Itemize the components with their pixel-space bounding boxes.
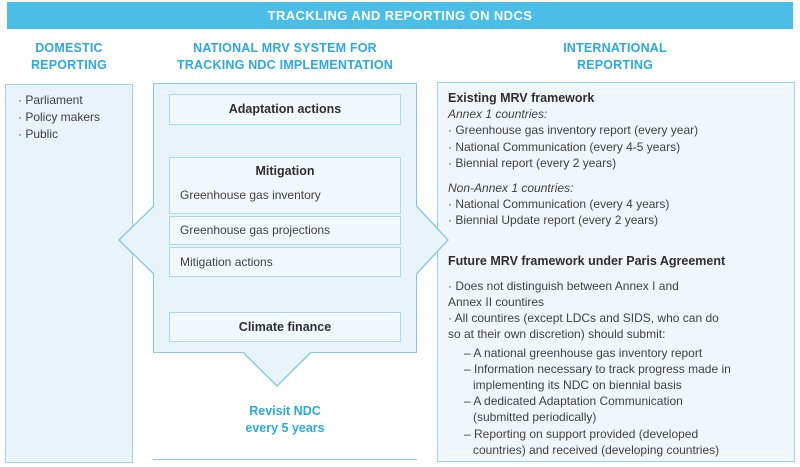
domestic-reporting-box: · Parliament · Policy makers · Public (5, 84, 133, 463)
adaptation-actions-box: Adaptation actions (169, 94, 401, 125)
text-line: Future MRV framework under Paris Agreeme… (448, 253, 726, 268)
list-item: · Policy makers (18, 110, 101, 124)
mitigation-row: Greenhouse gas inventory (180, 188, 321, 202)
next-section-top-edge (153, 459, 417, 467)
mrv-system-container: Adaptation actions Mitigation Greenhouse… (153, 83, 417, 353)
international-header-line1: INTERNATIONAL (563, 41, 667, 55)
text-line: · Does not distinguish between Annex I a… (448, 278, 679, 293)
text-line: · National Communication (every 4 years) (448, 197, 670, 212)
climate-finance-box: Climate finance (169, 312, 401, 342)
text-line: · Greenhouse gas inventory report (every… (448, 123, 699, 138)
text-line: – Information necessary to track progres… (464, 361, 731, 376)
revisit-line1: Revisit NDC (249, 404, 321, 418)
text-line: · All countires (except LDCs and SIDS, w… (448, 311, 719, 326)
mitigation-title: Mitigation (255, 164, 315, 178)
text-line: implementing its NDC on biennial basis (473, 378, 682, 393)
text-line: Annex 1 countries: (448, 107, 548, 122)
revisit-line2: every 5 years (245, 421, 325, 435)
text-line: Annex II countires (448, 295, 545, 310)
text-line: – Reporting on support provided (develop… (464, 426, 699, 441)
text-line: · Biennial Update report (every 2 years) (448, 213, 659, 228)
text-line: · National Communication (every 4-5 year… (448, 139, 681, 154)
text-line: Existing MRV framework (448, 91, 595, 105)
banner: TRACKLING AND REPORTING ON NDCS (7, 2, 793, 29)
list-item: · Parliament (18, 93, 83, 107)
domestic-header-line1: DOMESTIC (35, 41, 103, 55)
national-header: NATIONAL MRV SYSTEM FOR TRACKING NDC IMP… (140, 40, 430, 74)
revisit-ndc-note: Revisit NDC every 5 years (153, 403, 417, 437)
text-line: so at their own discretion) should submi… (448, 327, 666, 342)
mitigation-row: Mitigation actions (169, 247, 401, 277)
mitigation-box: Mitigation Greenhouse gas inventory (169, 157, 401, 214)
national-header-line1: NATIONAL MRV SYSTEM FOR (193, 41, 377, 55)
arrow-down-icon (243, 350, 311, 387)
mitigation-row: Greenhouse gas projections (169, 216, 401, 245)
international-header-line2: REPORTING (576, 58, 654, 72)
text-line: – A dedicated Adaptation Communication (464, 394, 683, 409)
international-header: INTERNATIONAL REPORTING (437, 40, 793, 74)
banner-title: TRACKLING AND REPORTING ON NDCS (267, 8, 533, 23)
domestic-header: DOMESTIC REPORTING (5, 40, 133, 74)
text-line: (submitted periodically) (473, 410, 597, 425)
text-line: countries) and received (developing coun… (473, 442, 720, 457)
domestic-header-line2: REPORTING (30, 58, 108, 72)
text-line: Non-Annex 1 countries: (448, 181, 574, 196)
text-line: – A national greenhouse gas inventory re… (464, 345, 703, 360)
list-item: · Public (18, 127, 59, 141)
text-line: · Biennial report (every 2 years) (448, 155, 617, 170)
national-header-line2: TRACKING NDC IMPLEMENTATION (176, 58, 394, 72)
international-reporting-box: Existing MRV framework Annex 1 countries… (437, 82, 795, 462)
